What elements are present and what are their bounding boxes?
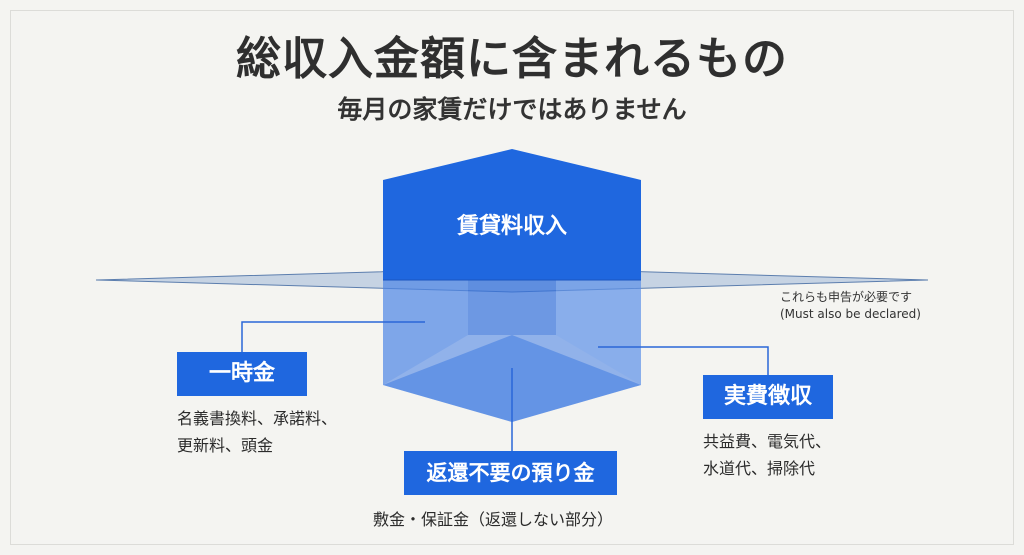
declaration-note-en: (Must also be declared)	[780, 307, 921, 321]
category-azukarikin-desc-line1: 敷金・保証金（返還しない部分）	[373, 510, 614, 529]
category-jippi-label: 実費徴収	[703, 375, 833, 419]
prism-right-face	[556, 280, 641, 385]
category-azukarikin-desc: 敷金・保証金（返還しない部分）	[373, 506, 613, 533]
category-jippi-desc: 共益費、電気代、 水道代、掃除代	[703, 428, 831, 482]
core-block	[383, 149, 641, 280]
category-azukarikin-label: 返還不要の預り金	[404, 451, 617, 495]
prism-lower-body	[383, 280, 641, 422]
category-jippi-desc-line1: 共益費、電気代、	[703, 432, 832, 451]
category-ichijikin-desc-line1: 名義書換料、承諾料、	[177, 409, 338, 428]
prism-center-column	[468, 280, 556, 335]
declaration-note-jp: これらも申告が必要です	[780, 290, 913, 304]
category-ichijikin-label: 一時金	[177, 352, 307, 396]
page-subtitle: 毎月の家賃だけではありません	[337, 95, 687, 124]
prism-left-face	[383, 280, 468, 385]
category-jippi-desc-line2: 水道代、掃除代	[703, 459, 816, 478]
category-ichijikin-desc-line2: 更新料、頭金	[177, 436, 274, 455]
core-income-label: 賃貸料収入	[456, 214, 567, 239]
connector-jippi	[598, 346, 769, 375]
category-ichijikin-desc: 名義書換料、承諾料、 更新料、頭金	[177, 405, 337, 459]
connector-ichiji	[241, 321, 425, 352]
page-frame	[10, 10, 1014, 545]
page-title: 総収入金額に含まれるもの	[235, 32, 788, 85]
declaration-note: これらも申告が必要です (Must also be declared)	[780, 289, 921, 323]
